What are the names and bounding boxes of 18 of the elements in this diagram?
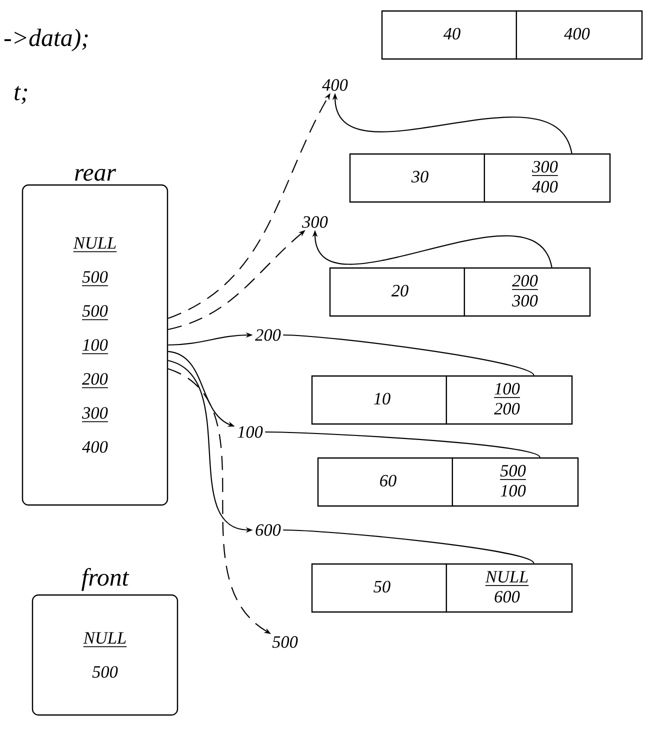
code-text: t; <box>14 86 28 104</box>
list-node-box: 20 200 300 <box>329 267 591 317</box>
node-label: rear <box>75 168 116 181</box>
list-node-box: 50 NULL 600 <box>311 563 573 613</box>
list-node-box: 60 500 100 <box>317 457 579 507</box>
address-label: 600 <box>256 524 281 536</box>
address-label: 500 <box>272 636 298 648</box>
address-label: 400 <box>322 79 348 91</box>
code-text: ->data); <box>4 28 88 52</box>
list-node-box: 30 300 400 <box>349 153 611 203</box>
address-label: 200 <box>255 329 281 341</box>
list-node-box: 40 400 <box>381 10 643 60</box>
address-label: 300 <box>302 216 328 228</box>
node-label: front <box>82 568 130 591</box>
storage-box: NULL 500 500 100 200 300 400 rear <box>22 168 168 506</box>
list-node-box: 10 100 200 <box>311 375 573 425</box>
address-label: 100 <box>238 426 263 438</box>
storage-box: NULL 500 front <box>32 568 178 716</box>
